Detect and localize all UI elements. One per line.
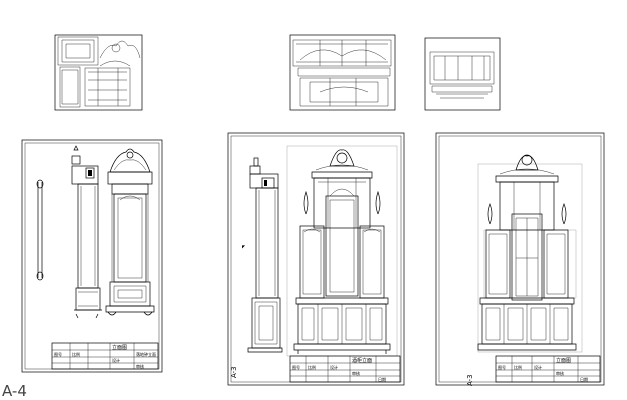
thumbnail-sheet-3 [424, 37, 501, 111]
title-block-cabinet-1-cell-d: 设计 [330, 364, 338, 370]
cabinet-2-front-elevation [477, 154, 577, 351]
svg-text:◤: ◤ [242, 244, 246, 249]
drawing-sheet-clock: 立面图 落地钟立面 图号 比例 设计 审核 [21, 139, 163, 373]
title-block-cabinet-2-cell-b: 图号 [498, 364, 506, 370]
title-block-clock-cell-a: 立面图 [112, 344, 127, 351]
title-block-clock-cell-d: 比例 [72, 351, 80, 357]
thumbnail-sheet-2 [289, 34, 396, 111]
title-block-cabinet-2-cell-f: 日期 [580, 376, 588, 382]
title-block-clock-cell-b: 落地钟立面 [136, 351, 156, 357]
cabinet-1-front-elevation [293, 149, 391, 354]
title-block-cabinet-1-cell-b: 图号 [292, 364, 300, 370]
title-block-cabinet-1-cell-a: 酒柜立面 [352, 357, 372, 364]
drawing-sheet-cabinet-2: A-3 [435, 132, 605, 386]
title-block-cabinet-1-cell-f: 日期 [378, 376, 386, 382]
title-block-cabinet-2-cell-e: 审核 [556, 370, 564, 376]
thumbnail-sheet-1 [54, 34, 143, 111]
pendulum-detail [36, 179, 44, 281]
title-block-cabinet-2-cell-a: 立面图 [556, 357, 571, 364]
clock-front-elevation [105, 148, 155, 316]
title-block-clock-cell-f: 审核 [136, 363, 144, 369]
drawing-sheet-cabinet-1: A-3 ◤ [227, 132, 405, 386]
title-block-clock: 立面图 落地钟立面 图号 比例 设计 审核 [51, 342, 159, 370]
title-block-clock-cell-e: 设计 [112, 357, 120, 363]
cabinet-1-side-elevation: ◤ [242, 157, 283, 353]
title-block-cabinet-2-cell-c: 比例 [514, 364, 522, 370]
title-block-cabinet-1-cell-c: 比例 [308, 364, 316, 370]
sheet-set-label: A-4 [2, 382, 27, 400]
title-block-cabinet-2: 立面图 图号 比例 设计 审核 日期 [495, 355, 601, 383]
title-block-clock-cell-c: 图号 [54, 351, 62, 357]
sheet-cabinet-2-side-label: A-3 [466, 374, 474, 386]
clock-side-elevation [71, 145, 102, 319]
sheet-cabinet-1-side-label: A-3 [230, 366, 238, 378]
title-block-cabinet-1: 酒柜立面 图号 比例 设计 审核 日期 [289, 355, 401, 383]
title-block-cabinet-1-cell-e: 审核 [352, 370, 360, 376]
title-block-cabinet-2-cell-d: 设计 [534, 364, 542, 370]
